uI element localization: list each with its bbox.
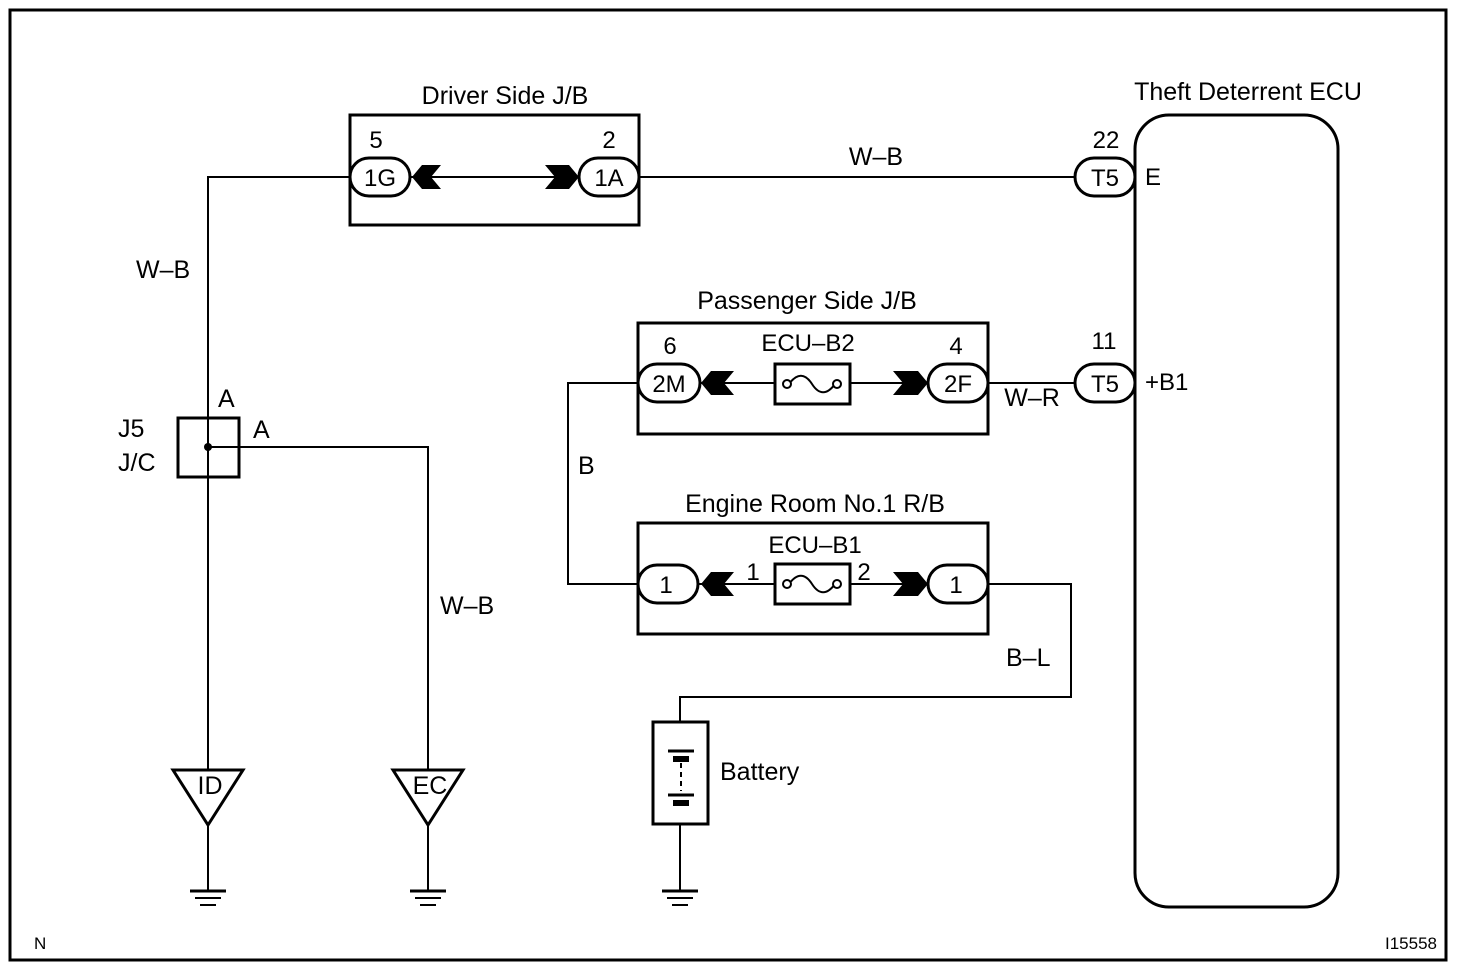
connector-arrow-icon (545, 165, 579, 189)
connector-engine-right-label: 1 (949, 572, 962, 599)
ecu-box (1133, 113, 1340, 909)
connector-arrow-icon (701, 572, 734, 596)
fuse-terminal-dot (782, 379, 792, 389)
connector-t5-b1-label: T5 (1091, 371, 1119, 398)
connector-arrow-icon (701, 371, 734, 395)
passenger-jb-title: Passenger Side J/B (697, 287, 917, 315)
ground-ec-label: EC (413, 772, 448, 800)
wire-label-passenger-to-ecu: W–R (1004, 384, 1060, 412)
wire-engine-to-battery (679, 583, 1072, 722)
connector-2f-label: 2F (944, 371, 972, 398)
driver-jb-title: Driver Side J/B (422, 82, 589, 110)
jc-top-pin: A (218, 385, 235, 413)
pin-number-11: 11 (1092, 328, 1117, 355)
connector-arrow-icon (893, 572, 928, 596)
wire-label-passenger-to-engine: B (578, 452, 595, 480)
pin-number-22: 22 (1093, 127, 1120, 154)
wire-label-engine-to-battery: B–L (1006, 644, 1051, 672)
jc-type: J/C (118, 449, 156, 477)
ground-symbol-battery (662, 889, 698, 906)
wire-driver-to-jc (207, 176, 350, 418)
fuse-ecu-b2-label: ECU–B2 (761, 330, 854, 357)
ecu-title: Theft Deterrent ECU (1134, 78, 1362, 106)
ground-point-ec (390, 768, 466, 828)
connector-t5-e-label: T5 (1091, 165, 1119, 192)
diagram-frame (8, 8, 1448, 962)
pin-number-2: 2 (602, 127, 615, 154)
engine-rb-title: Engine Room No.1 R/B (685, 490, 945, 518)
fuse-icon (788, 374, 836, 394)
wire-jc-to-ec (239, 446, 429, 770)
connector-1g-label: 1G (364, 165, 396, 192)
pin-number-6: 6 (663, 333, 676, 360)
ground-symbol-ec (410, 889, 446, 906)
jc-right-pin: A (253, 416, 270, 444)
connector-t5-e (1073, 156, 1137, 198)
ground-point-id (170, 768, 246, 828)
battery-label: Battery (720, 758, 800, 786)
pin-number-4: 4 (949, 333, 962, 360)
connector-1a-label: 1A (594, 165, 623, 192)
wire-passenger-to-engine (567, 382, 638, 585)
fuse-terminal-dot (832, 379, 842, 389)
jc-name: J5 (118, 415, 144, 443)
ecu-pin-e-name: E (1145, 164, 1161, 191)
pin-number-5: 5 (369, 127, 382, 154)
fuse-terminal-dot (832, 579, 842, 589)
wire-label-jc-to-ec: W–B (440, 592, 494, 620)
connector-engine-left (636, 563, 700, 605)
ground-id-label: ID (198, 772, 223, 800)
connector-engine-left-label: 1 (659, 572, 672, 599)
ecu-pin-b1-name: +B1 (1145, 369, 1188, 396)
corner-label-right: I15558 (1385, 934, 1437, 953)
connector-arrow-icon (412, 165, 441, 189)
fuse-terminal-dot (782, 579, 792, 589)
connector-arrow-icon (893, 371, 928, 395)
ground-symbol-id (190, 889, 226, 906)
connector-2m-label: 2M (652, 371, 685, 398)
wire-label-driver-to-jc: W–B (136, 256, 190, 284)
fuse-pin-1: 1 (746, 559, 759, 586)
fuse-ecu-b1-label: ECU–B1 (768, 532, 861, 559)
wire-label-driver-to-ecu: W–B (849, 143, 903, 171)
fuse-pin-2: 2 (857, 559, 870, 586)
corner-label-left: N (34, 934, 46, 953)
fuse-icon (788, 574, 836, 594)
